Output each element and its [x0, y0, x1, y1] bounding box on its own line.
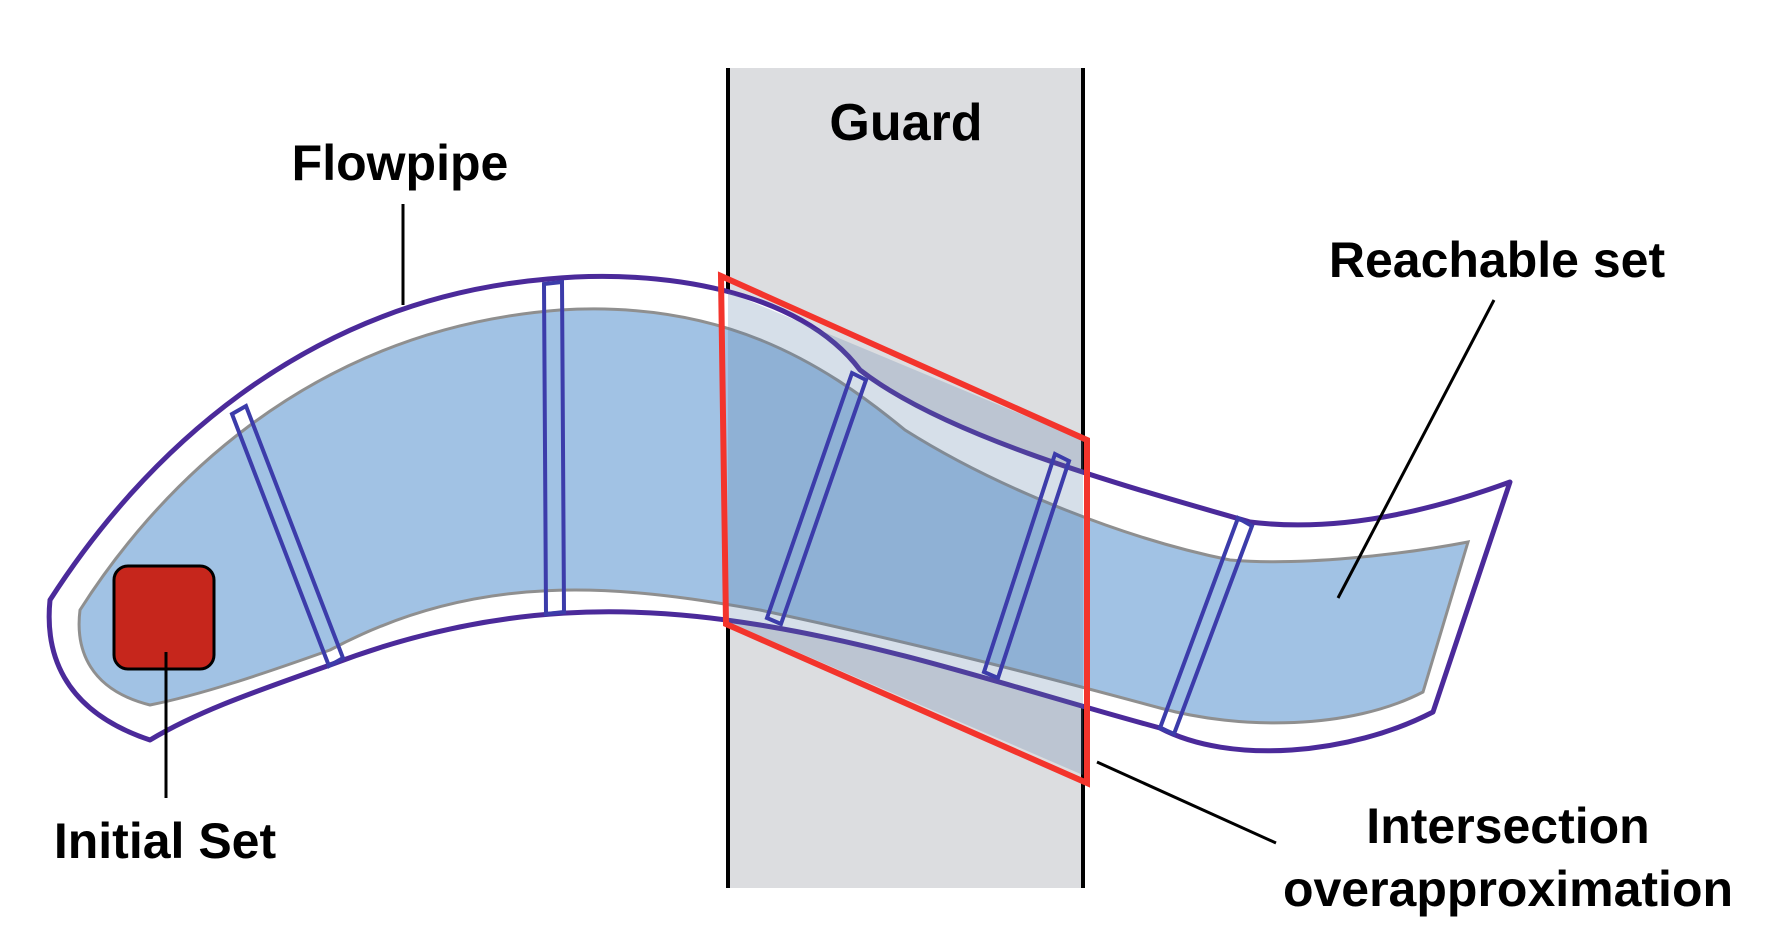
flowpipe-segment	[541, 279, 567, 617]
intersection-overapproximation-box	[717, 271, 1090, 788]
flowpipe-label: Flowpipe	[292, 135, 509, 191]
reachable-set-leader-line	[1336, 299, 1496, 599]
leader-lines	[164, 204, 1496, 845]
flowpipe-segment	[764, 370, 869, 627]
flowpipe-segment	[229, 403, 346, 669]
intersection-label-line2: overapproximation	[1283, 861, 1733, 917]
guard-label: Guard	[829, 94, 982, 152]
flowpipe-segment	[981, 451, 1072, 681]
flowpipe-segments	[229, 279, 1255, 737]
flowpipe-segment	[1157, 515, 1255, 737]
guard-overlap-shade	[728, 292, 1083, 775]
intersection-leader-line	[1096, 760, 1277, 845]
initial-set-box	[112, 564, 216, 671]
initial-set-label: Initial Set	[54, 813, 277, 869]
intersection-label-line1: Intersection	[1366, 798, 1649, 854]
reachable-set-label: Reachable set	[1329, 232, 1666, 288]
reachable-set-region	[77, 307, 1471, 725]
